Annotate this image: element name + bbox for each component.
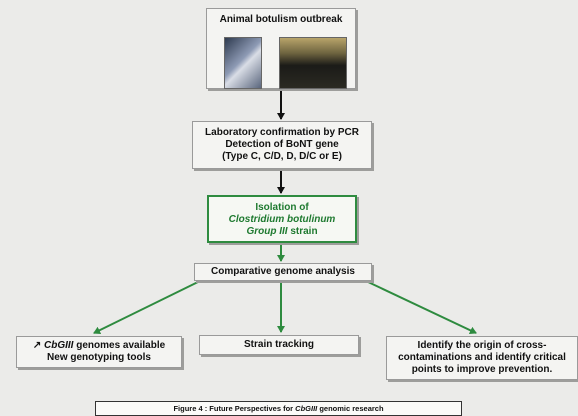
genome-label: Comparative genome analysis [211,266,355,277]
right-line3: points to improve prevention. [411,364,553,375]
outbreak-photo-person [224,37,262,89]
outbreak-box: Animal botulism outbreak [206,8,356,89]
left-line1: genomes available [73,340,166,351]
isolation-group: Group III [246,226,288,237]
pcr-line3: (Type C, C/D, D, D/C or E) [222,151,342,162]
caption-prefix: Figure 4 : Future Perspectives for [173,404,296,413]
right-line1: Identify the origin of cross- [417,340,547,351]
genomes-available-box: ↗ CbGIII genomes available New genotypin… [16,336,182,368]
pcr-line2: Detection of BoNT gene [225,139,339,150]
origin-identification-box: Identify the origin of cross- contaminat… [386,336,578,380]
outbreak-photo-animal [279,37,347,89]
pcr-confirmation-box: Laboratory confirmation by PCR Detection… [192,121,372,169]
arrow-genome-to-right [365,280,477,335]
left-line2: New genotyping tools [47,352,151,363]
up-arrow-icon: ↗ [32,340,42,351]
isolation-strain: strain [287,226,318,237]
left-cbgiii: CbGIII [44,340,74,351]
outbreak-title: Animal botulism outbreak [219,14,343,25]
strain-tracking-box: Strain tracking [199,335,359,355]
caption-italic: CbGIII [295,404,318,413]
tracking-label: Strain tracking [243,339,315,350]
pcr-line1: Laboratory confirmation by PCR [205,127,359,138]
figure-caption: Figure 4 : Future Perspectives for CbGII… [95,401,462,416]
genome-analysis-box: Comparative genome analysis [194,263,372,281]
isolation-line1: Isolation of [255,202,309,213]
isolation-box: Isolation of Clostridium botulinum Group… [207,195,357,243]
arrow-genome-to-left [93,280,201,334]
isolation-line2: Clostridium botulinum [228,214,336,225]
caption-suffix: genomic research [317,404,384,413]
right-line2: contaminations and identify critical [398,352,566,363]
